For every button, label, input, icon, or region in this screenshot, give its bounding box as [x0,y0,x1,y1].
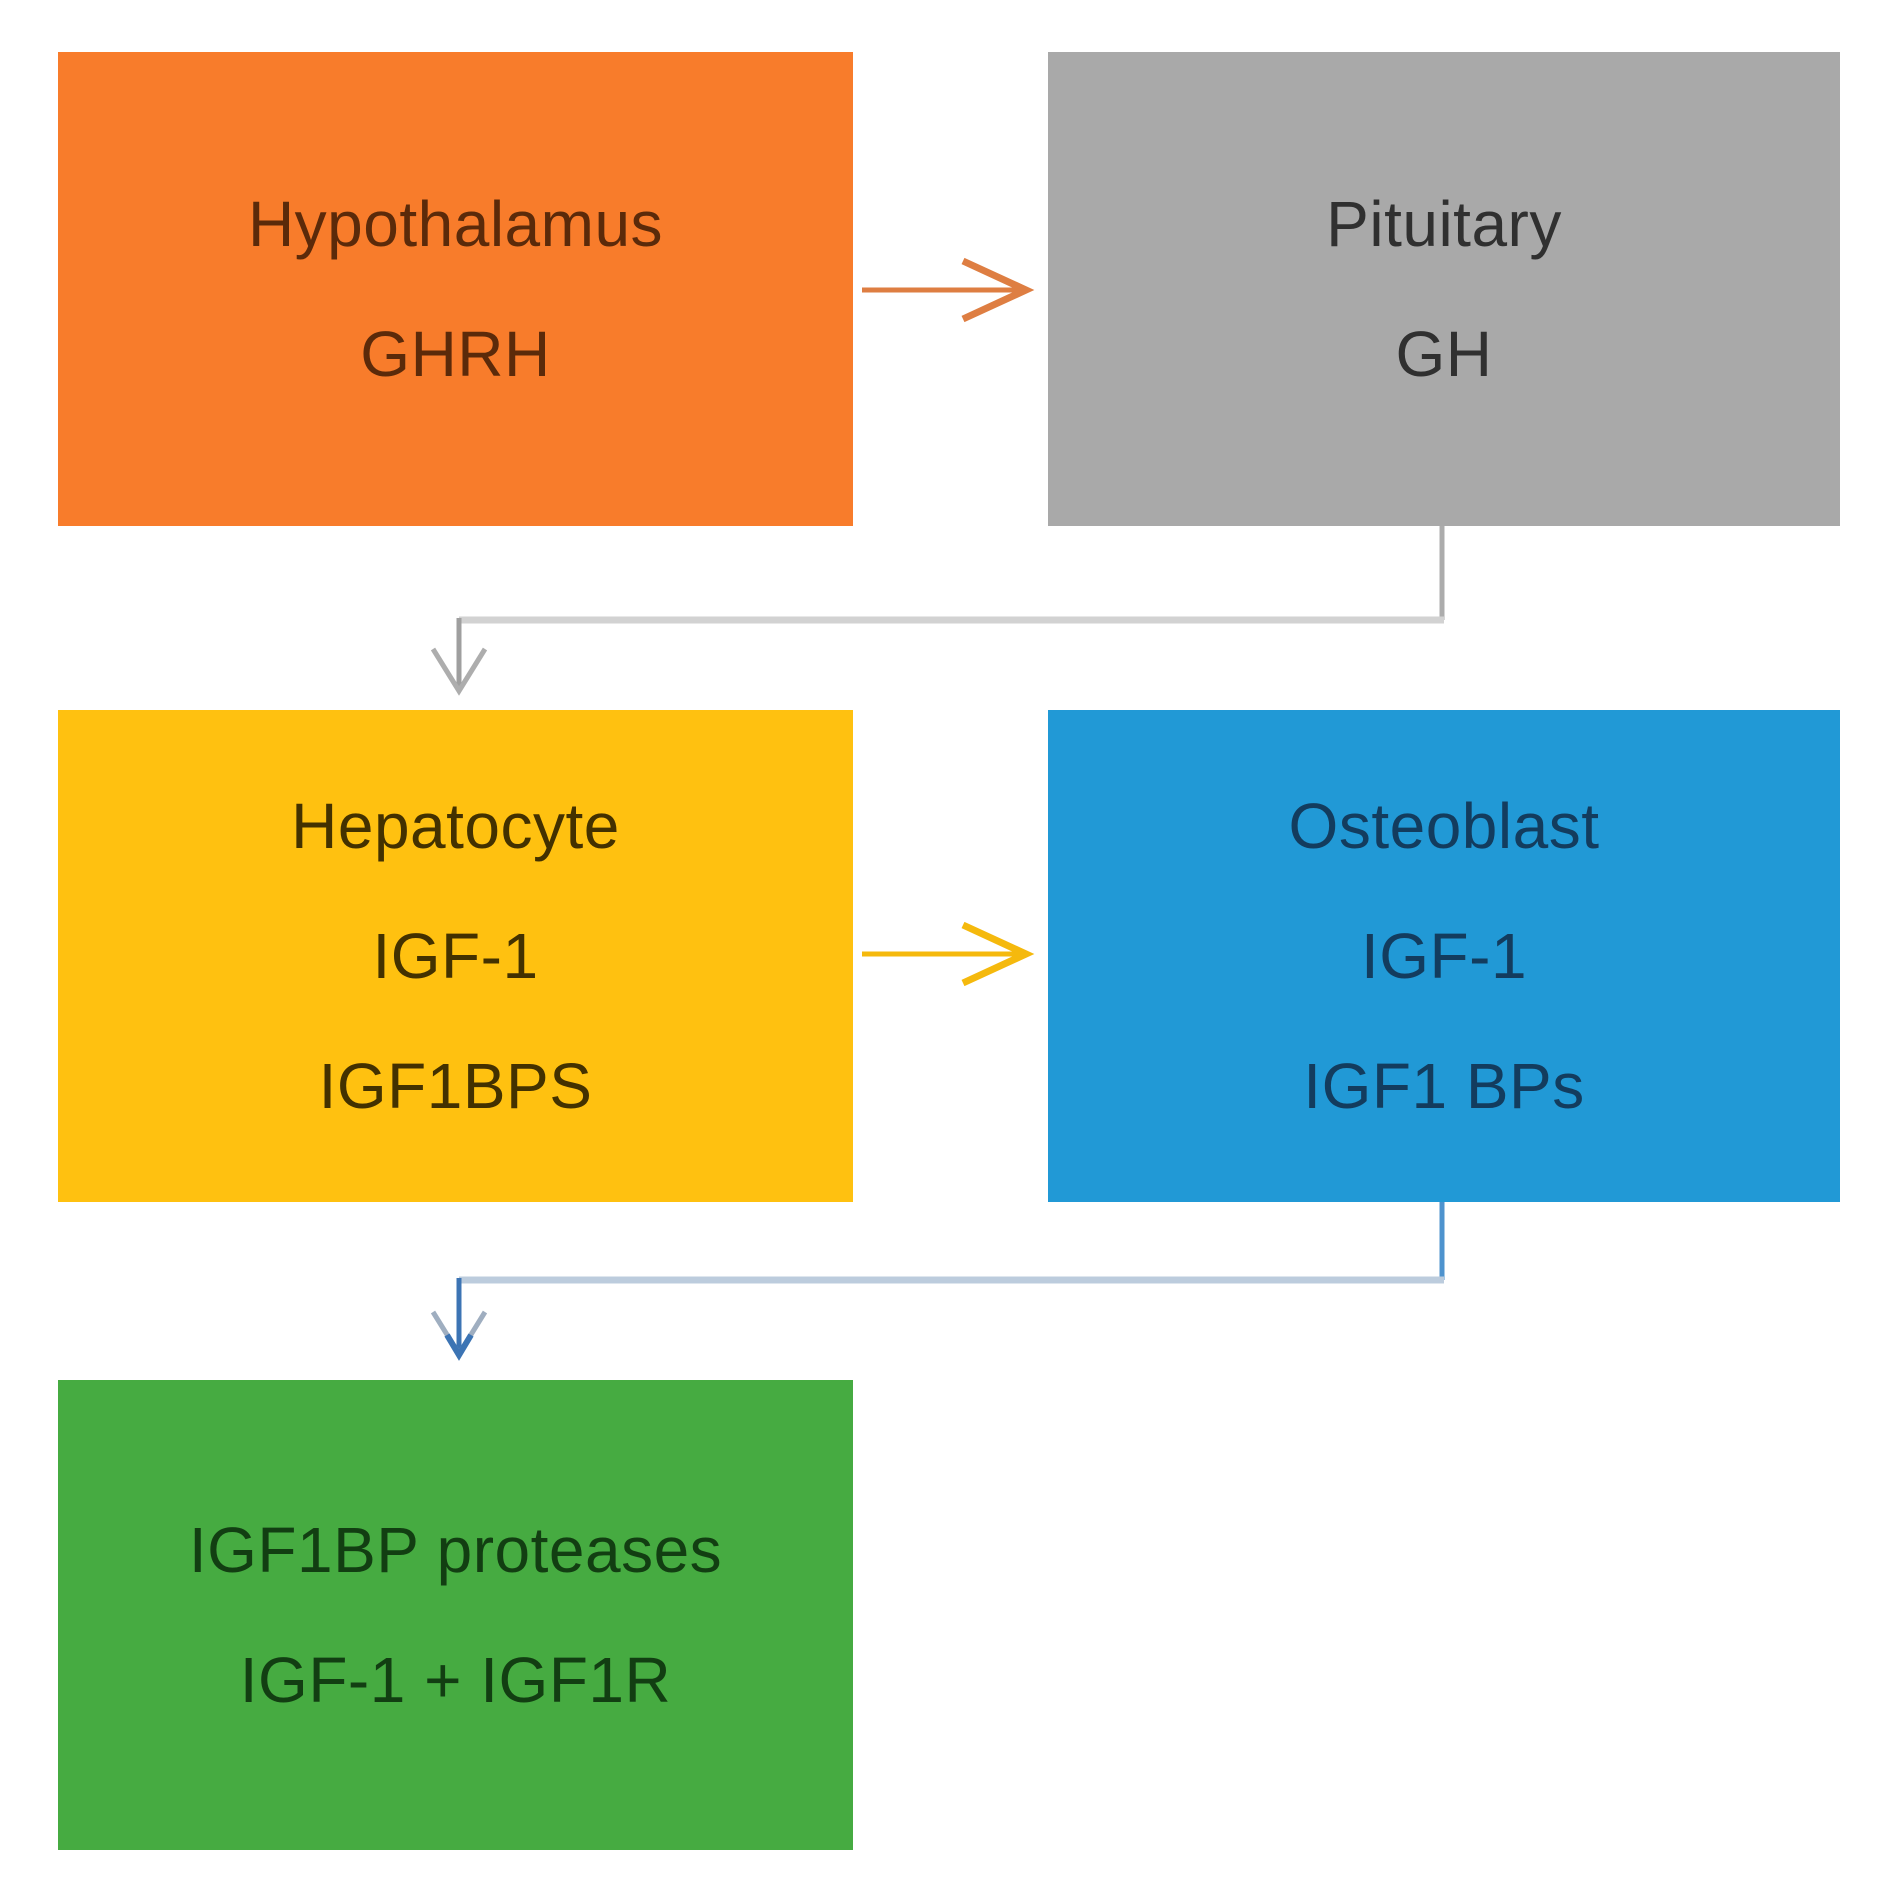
node-hypothalamus: Hypothalamus GHRH [58,52,853,526]
node-pituitary: Pituitary GH [1048,52,1840,526]
arrow-head-down-icon [430,1310,488,1359]
node-label: IGF-1 [372,920,539,992]
node-label: Osteoblast [1288,790,1600,862]
node-label: Hypothalamus [247,188,664,260]
node-label: GH [1395,318,1493,390]
connector-hepatocyte-to-osteoblast [862,921,1035,987]
connector-pituitary-to-hepatocyte [430,524,1445,696]
node-label: IGF1BPS [318,1050,593,1122]
node-label: IGF-1 + IGF1R [239,1644,672,1716]
node-label: IGF1BP proteases [188,1514,723,1586]
node-label: IGF-1 [1360,920,1528,992]
node-label: GHRH [360,318,551,390]
arrow-head-tip-icon [444,1333,474,1361]
node-label: Pituitary [1326,188,1562,260]
connector-hypothalamus-to-pituitary [862,257,1035,323]
node-label: Hepatocyte [291,790,620,862]
node-hepatocyte: Hepatocyte IGF-1 IGF1BPS [58,710,853,1202]
connector-osteoblast-to-igf1bp-proteases [430,1200,1445,1361]
arrow-head-down-icon [430,647,488,696]
node-label: IGF1 BPs [1303,1050,1585,1122]
arrow-head-right-icon [961,921,1035,987]
arrow-head-right-icon [961,257,1035,323]
node-osteoblast: Osteoblast IGF-1 IGF1 BPs [1048,710,1840,1202]
node-igf1bp-proteases: IGF1BP proteases IGF-1 + IGF1R [58,1380,853,1850]
